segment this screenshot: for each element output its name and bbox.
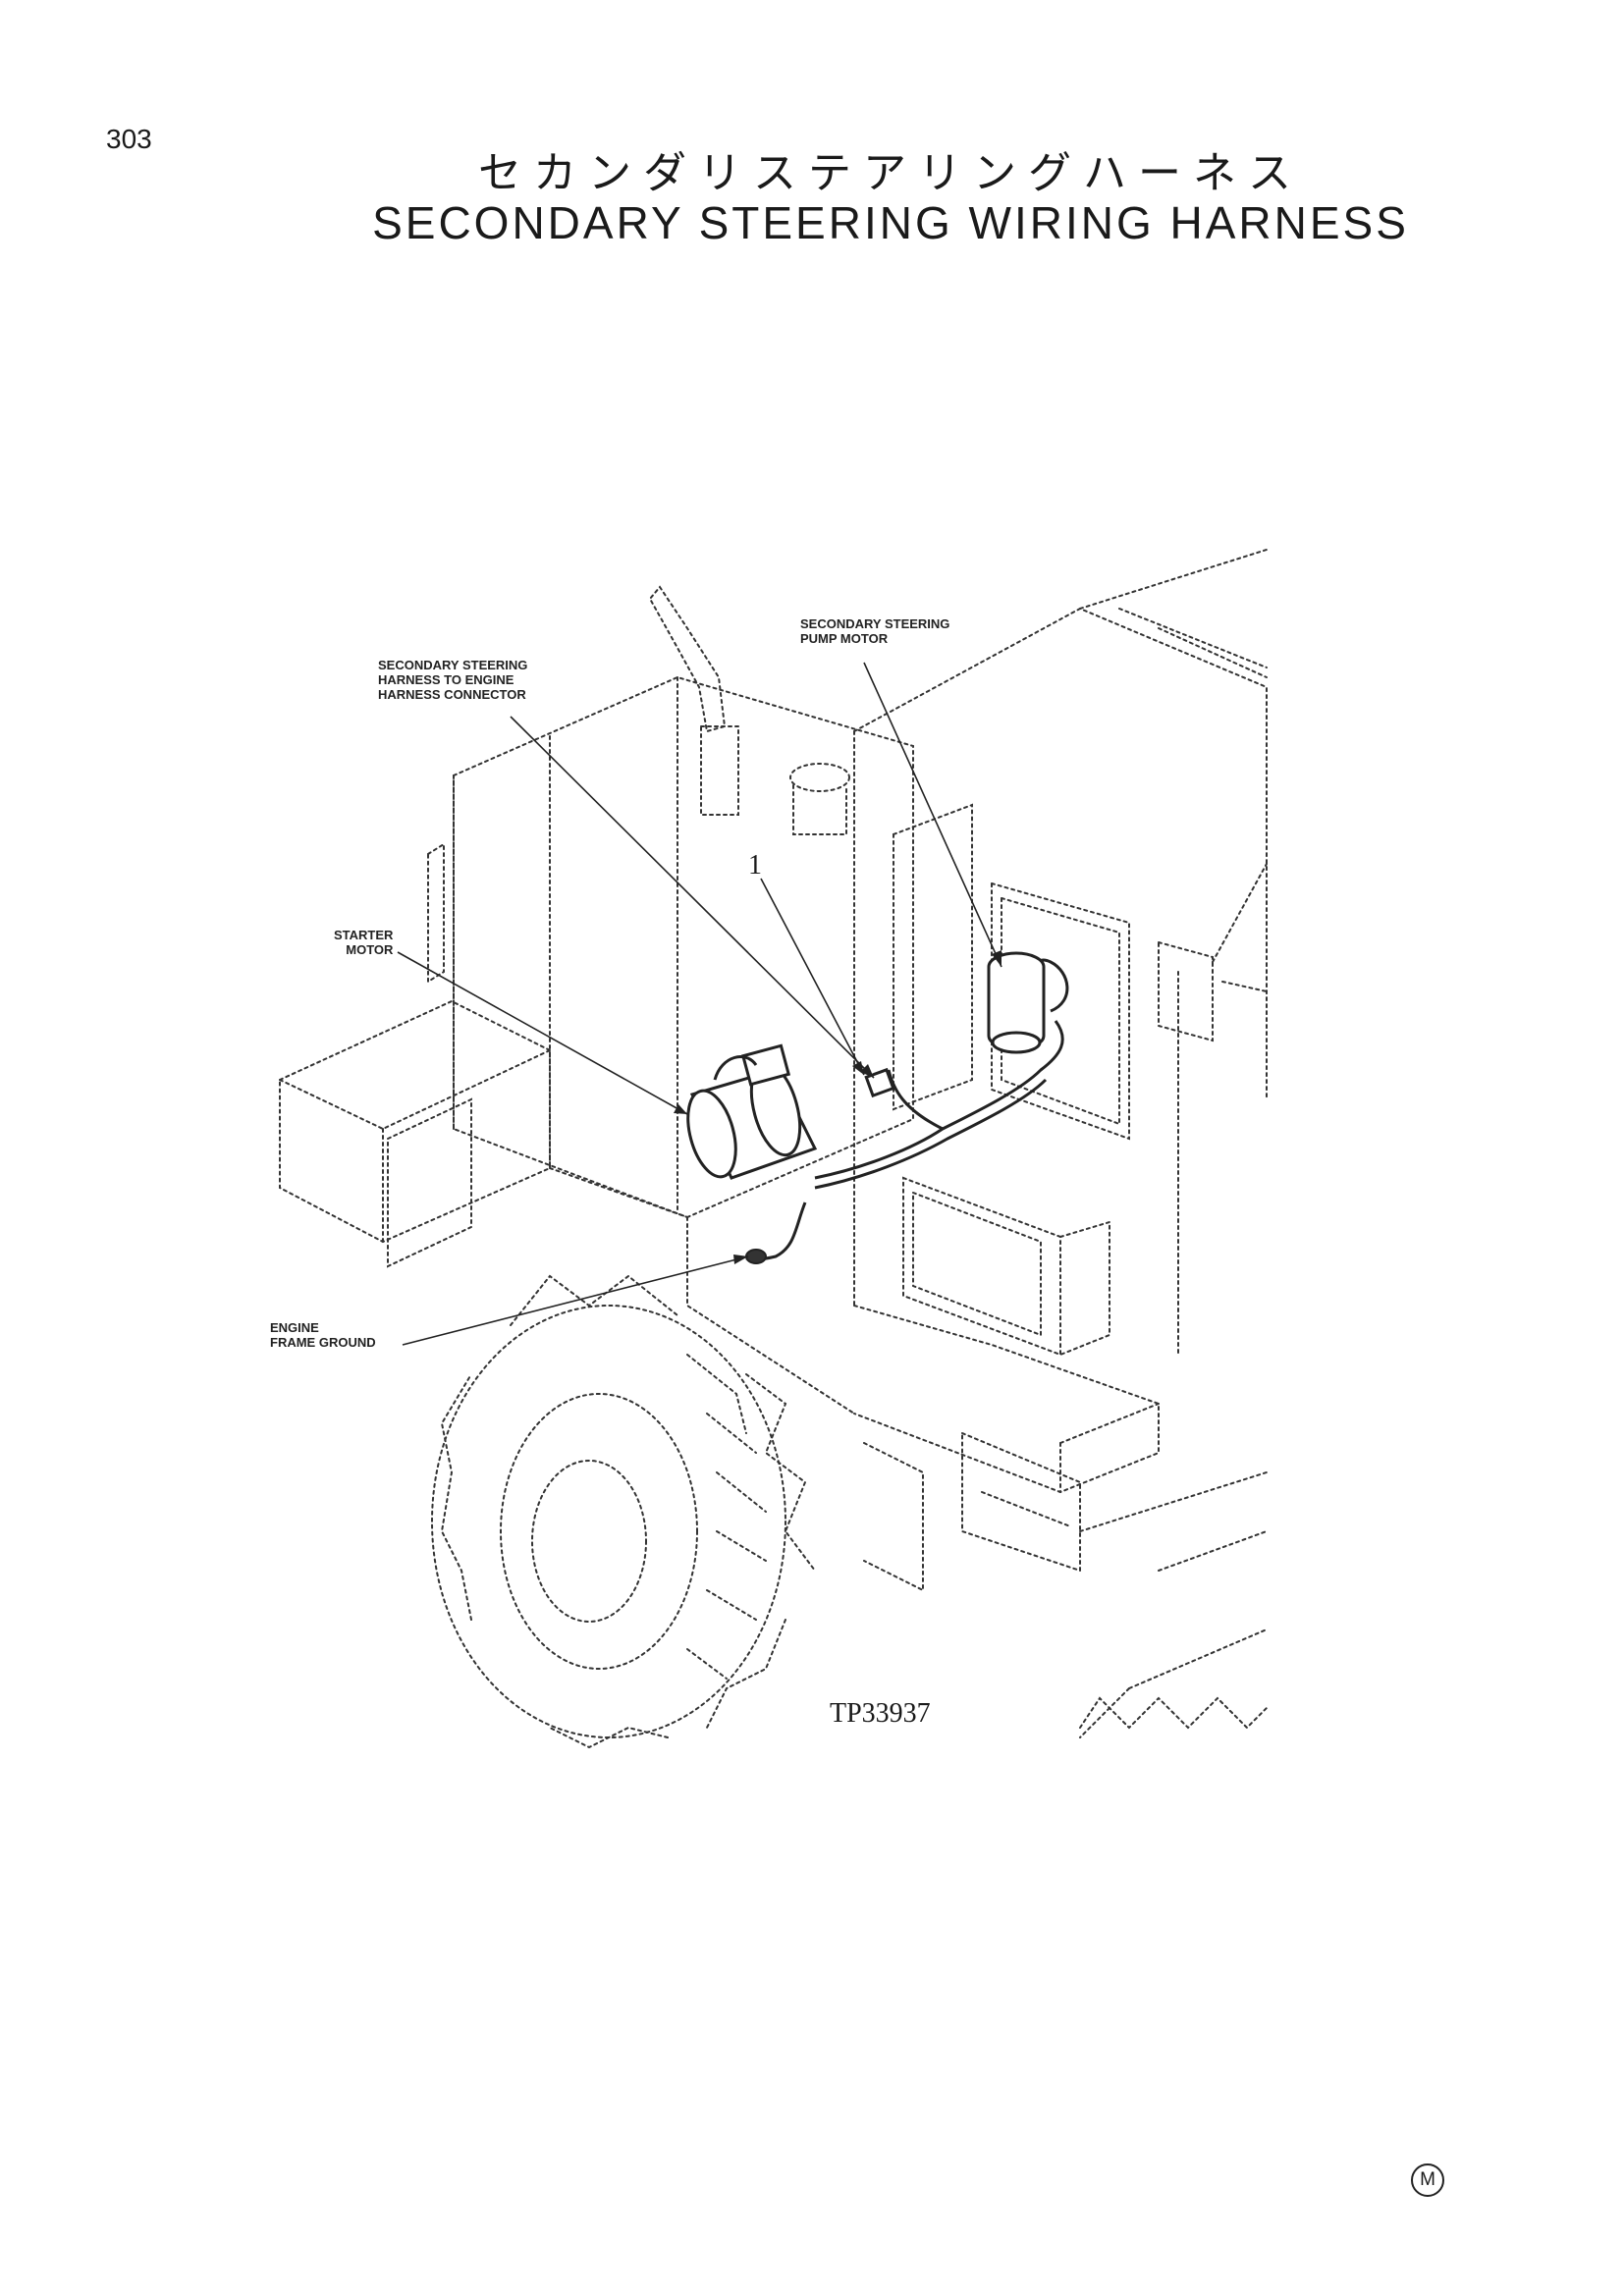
callout-frame-ground: ENGINE FRAME GROUND xyxy=(270,1320,376,1350)
machine-outline xyxy=(279,549,1268,1749)
starter-motor xyxy=(686,1043,818,1180)
callout-harness-connector: SECONDARY STEERING HARNESS TO ENGINE HAR… xyxy=(378,658,528,702)
item-number-label: 1 xyxy=(748,850,762,881)
page-number: 303 xyxy=(106,124,152,154)
frame-ground-terminal xyxy=(745,1249,767,1264)
page-title-english: SECONDARY STEERING WIRING HARNESS xyxy=(372,197,1409,248)
page-title-japanese: セカンダリステアリングハーネス xyxy=(478,148,1303,198)
pump-motor xyxy=(987,951,1046,1054)
harness-wiring xyxy=(745,958,1069,1261)
leader-lines xyxy=(397,662,1002,1346)
leader-arrowheads xyxy=(674,950,1001,1264)
m-mark-icon: M xyxy=(1411,2163,1444,2197)
figure-code: TP33937 xyxy=(830,1698,931,1729)
callout-starter-motor: STARTER MOTOR xyxy=(334,928,394,957)
callout-pump-motor: SECONDARY STEERING PUMP MOTOR xyxy=(800,616,950,646)
